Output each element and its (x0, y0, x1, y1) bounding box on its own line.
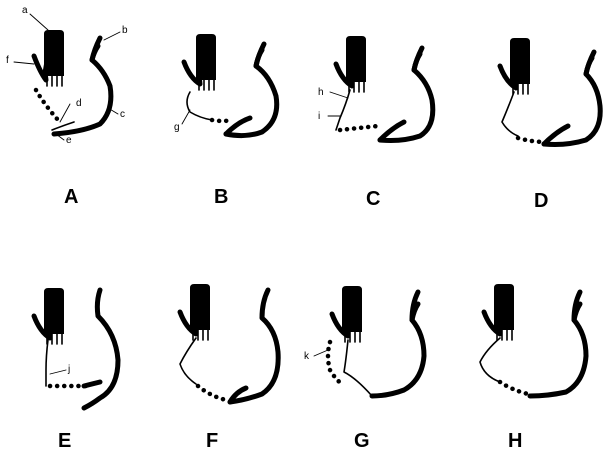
vessel-branch-d (586, 58, 592, 74)
vessel-left-h (484, 312, 502, 334)
vessel-right-d (544, 52, 600, 145)
dotted-segment-f (198, 386, 226, 400)
vessel-g-b (187, 92, 212, 120)
vessel-left-b (184, 62, 202, 84)
panel-label-d: D (534, 190, 548, 212)
panel-label-b: B (214, 186, 228, 208)
panel-f: F (180, 284, 278, 452)
vessel-left-thin-d (502, 92, 518, 136)
panel-label-f: F (206, 430, 218, 452)
dotted-segment-g (328, 342, 342, 384)
pointer-d: d (76, 98, 82, 109)
vessel-e-a (52, 122, 74, 130)
dotted-segment-b (212, 120, 232, 121)
vessel-lower-c (380, 122, 404, 140)
vessel-branch-c (414, 54, 420, 70)
panel-label-g: G (354, 430, 370, 452)
panel-label-h: H (508, 430, 522, 452)
vessel-j-e (46, 340, 48, 386)
pointer-k: k (304, 351, 310, 362)
pointer-c: c (120, 109, 125, 120)
vessel-branch-b (256, 50, 262, 66)
panel-a: a b f c d e A (6, 5, 128, 208)
vessel-right-c (380, 48, 433, 141)
vessel-right-e (84, 290, 118, 408)
vessel-left-thin-h (480, 338, 500, 382)
vessel-left-thin-f (180, 338, 196, 384)
dotted-segment-c (340, 126, 378, 130)
panel-e: j E (34, 288, 118, 452)
vessel-left-f (180, 312, 198, 334)
panel-d: D (500, 38, 600, 212)
pointer-b: b (122, 25, 128, 36)
panel-h: H (480, 284, 586, 452)
vessel-left-d (500, 66, 518, 88)
panel-g: k G (304, 286, 424, 452)
pointer-j: j (67, 364, 70, 375)
vessel-lower-d (544, 126, 568, 144)
vessel-left-g (332, 314, 350, 336)
vessel-right-b (226, 44, 277, 136)
pointer-i: i (318, 111, 320, 122)
pointer-f: f (6, 55, 9, 66)
pointer-h: h (318, 87, 324, 98)
pointer-g: g (174, 122, 180, 133)
panel-label-e: E (58, 430, 71, 452)
panel-label-c: C (366, 188, 380, 210)
vessel-right-f (230, 290, 278, 402)
dotted-segment-d (518, 138, 546, 142)
pointer-a: a (22, 5, 28, 16)
pointer-e: e (66, 135, 72, 146)
dotted-segment-h (500, 382, 528, 394)
vessel-lower-b (226, 118, 250, 134)
vessel-left-a (34, 56, 48, 80)
panel-label-a: A (64, 186, 78, 208)
panel-b: g B (174, 34, 277, 208)
dotted-segment-a (36, 90, 58, 120)
vessel-left-c (336, 64, 354, 86)
vessel-left-e (34, 316, 52, 338)
vessel-lower-g (344, 340, 372, 396)
panel-c: h i C (318, 36, 433, 210)
